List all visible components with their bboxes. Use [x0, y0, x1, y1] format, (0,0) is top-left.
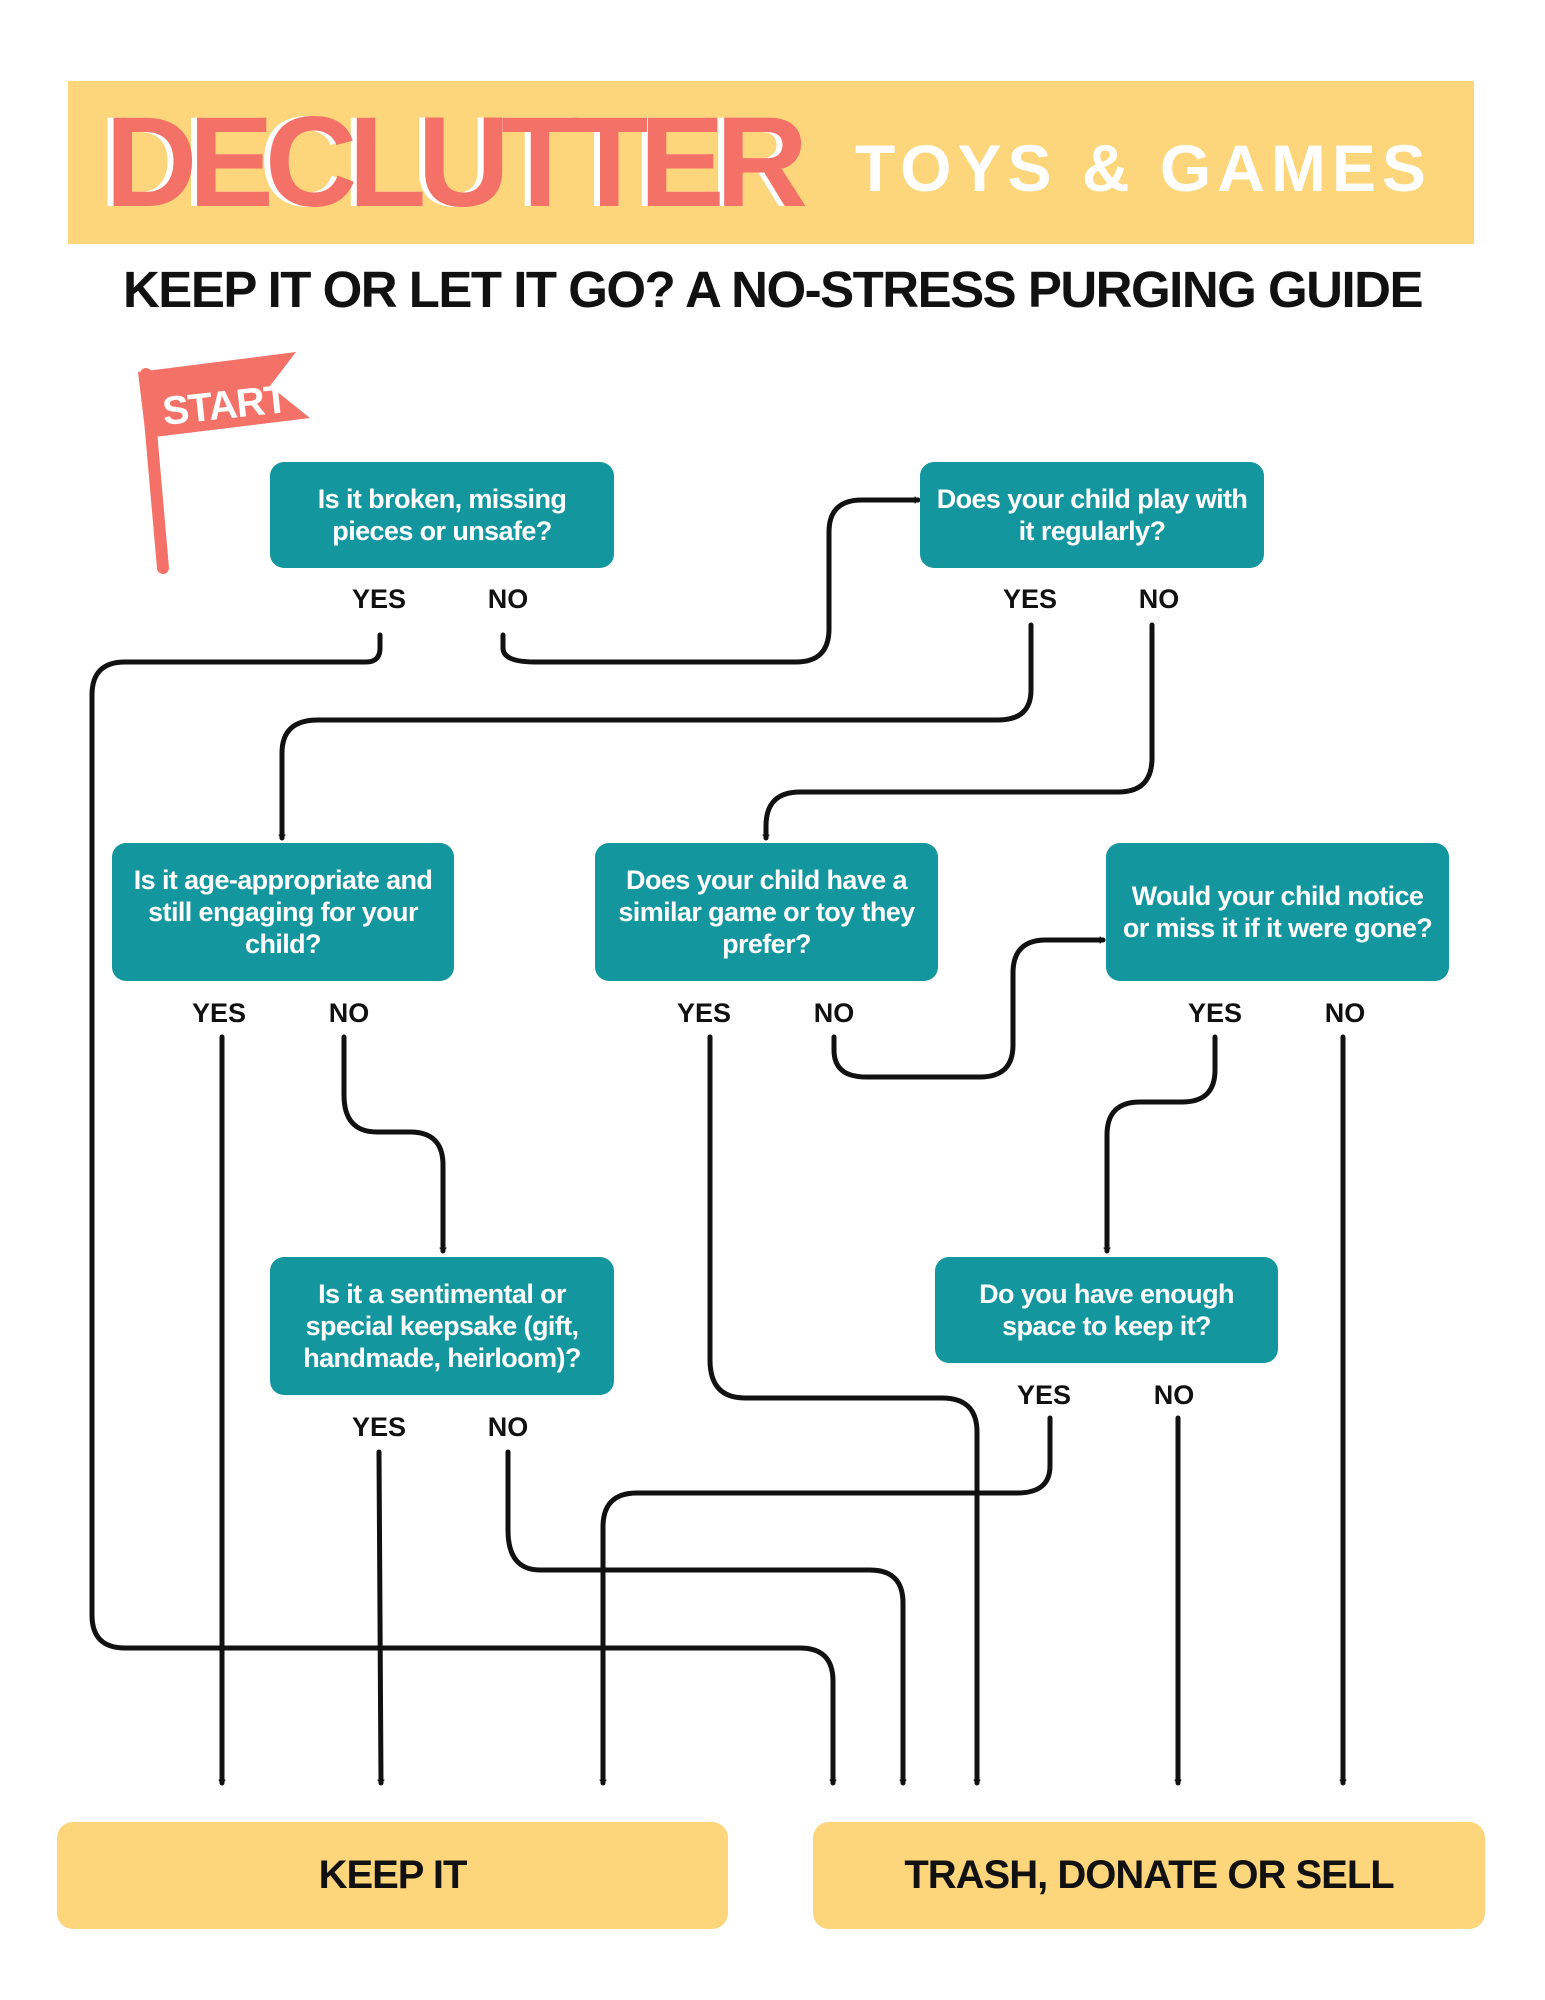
outcome-discard-label: TRASH, DONATE OR SELL: [904, 1853, 1394, 1897]
connector-q2-yes: [282, 622, 1034, 841]
question-broken-box: Is it broken, missing pieces or unsafe?: [270, 462, 614, 568]
outcome-keep: KEEP IT: [57, 1822, 728, 1929]
question-similar-toy-box: Does your child have a similar game or t…: [595, 843, 938, 981]
connector-q4-no: [831, 940, 1106, 1080]
connector-q6-no: [505, 1449, 903, 1786]
q2-no-label: NO: [1138, 584, 1180, 614]
q7-no-label: NO: [1153, 1380, 1195, 1410]
q7-yes-label: YES: [1016, 1380, 1072, 1410]
connector-q4-yes: [707, 1034, 977, 1786]
question-sentimental-text: Is it a sentimental or special keepsake …: [303, 1279, 581, 1373]
question-age-appropriate-text: Is it age-appropriate and still engaging…: [133, 865, 433, 959]
question-enough-space-box: Do you have enough space to keep it?: [935, 1257, 1278, 1363]
question-enough-space-text: Do you have enough space to keep it?: [979, 1279, 1234, 1341]
outcome-discard: TRASH, DONATE OR SELL: [813, 1822, 1485, 1929]
question-would-miss-text: Would your child notice or miss it if it…: [1122, 881, 1433, 943]
question-age-appropriate-box: Is it age-appropriate and still engaging…: [112, 843, 454, 981]
outcome-keep-label: KEEP IT: [318, 1853, 468, 1897]
flag-banner: [138, 352, 310, 438]
connector-q5-yes: [1107, 1034, 1218, 1254]
connector-q1-yes: [89, 632, 833, 1786]
connector-q2-no: [766, 622, 1155, 841]
connector-q6-yes: [376, 1449, 381, 1786]
q6-no-label: NO: [487, 1412, 529, 1442]
q6-yes-label: YES: [351, 1412, 407, 1442]
connector-q7-yes: [603, 1415, 1053, 1786]
q1-yes-label: YES: [351, 584, 407, 614]
page-title: DECLUTTER: [105, 91, 808, 234]
q2-yes-label: YES: [1002, 584, 1058, 614]
q1-no-label: NO: [487, 584, 529, 614]
page-subtitle: KEEP IT OR LET IT GO? A NO-STRESS PURGIN…: [122, 261, 1424, 318]
connector-q1-no: [500, 500, 921, 665]
q4-no-label: NO: [813, 998, 855, 1028]
q3-no-label: NO: [328, 998, 370, 1028]
question-sentimental-box: Is it a sentimental or special keepsake …: [270, 1257, 614, 1395]
question-plays-regularly-box: Does your child play with it regularly?: [920, 462, 1264, 568]
question-plays-regularly-text: Does your child play with it regularly?: [936, 484, 1248, 546]
q5-no-label: NO: [1324, 998, 1366, 1028]
header-banner: [68, 81, 1474, 244]
q5-yes-label: YES: [1187, 998, 1243, 1028]
question-broken-text: Is it broken, missing pieces or unsafe?: [317, 484, 567, 546]
connector-q3-no: [341, 1034, 443, 1254]
question-would-miss-box: Would your child notice or miss it if it…: [1106, 843, 1449, 981]
q4-yes-label: YES: [676, 998, 732, 1028]
page-title-suffix: TOYS & GAMES: [855, 131, 1432, 205]
question-similar-toy-text: Does your child have a similar game or t…: [618, 865, 915, 959]
q3-yes-label: YES: [191, 998, 247, 1028]
